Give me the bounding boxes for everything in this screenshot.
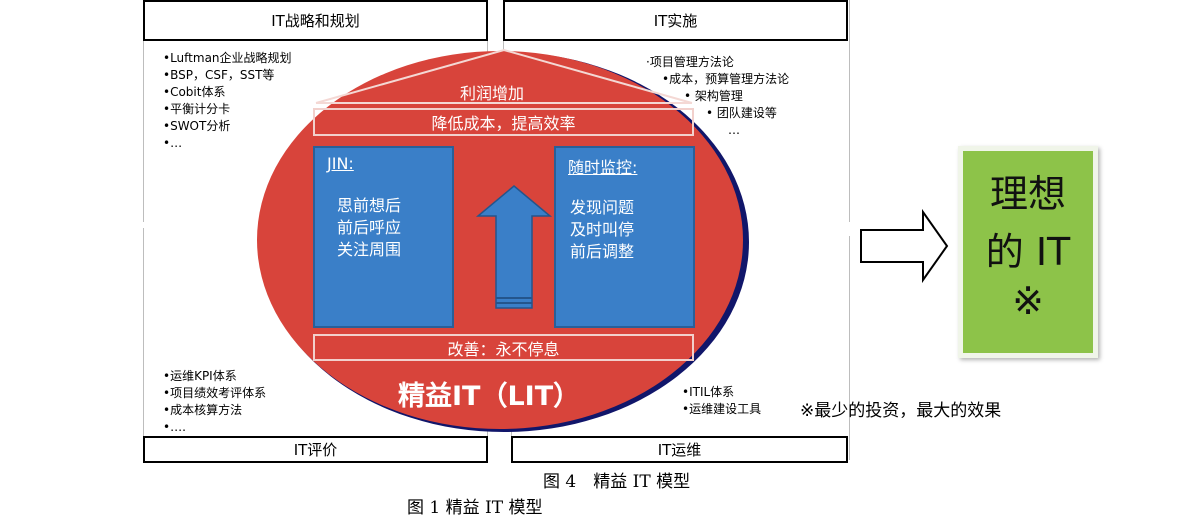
list-item: … [728, 123, 740, 137]
ideal-it-box: 理想 的 IT ※ [958, 146, 1098, 358]
bottom-band: 改善：永不停息 [313, 334, 694, 361]
list-item: •运维KPI体系 [163, 369, 237, 383]
monitor-line: 及时叫停 [570, 220, 635, 239]
list-item: • 架构管理 [684, 89, 743, 103]
title-it-strategy: IT战略和规划 [143, 0, 488, 41]
top-band: 降低成本，提高效率 [313, 108, 694, 136]
ideal-line: 的 IT [985, 230, 1071, 274]
title-it-operations: IT运维 [511, 436, 848, 463]
list-item: •成本，预算管理方法论 [662, 72, 790, 86]
ideal-line: 理想 [989, 172, 1066, 216]
figure-caption: 图 4 精益 IT 模型 [543, 472, 691, 492]
note-text: ※最少的投资，最大的效果 [800, 401, 1002, 421]
lean-it-title: 精益IT（LIT） [398, 381, 581, 412]
list-item: •项目绩效考评体系 [163, 386, 267, 400]
monitor-heading: 随时监控: [568, 158, 638, 177]
jin-panel: JIN: 思前想后 前后呼应 关注周围 [313, 146, 454, 328]
jin-line: 思前想后 [337, 196, 402, 215]
list-item: •SWOT分析 [163, 119, 231, 133]
jin-line: 前后呼应 [337, 218, 402, 237]
list-item: •平衡计分卡 [163, 102, 231, 116]
right-arrow [860, 208, 949, 284]
list-item: •…. [163, 420, 186, 434]
up-arrow [475, 185, 553, 309]
list-item: •Cobit体系 [163, 85, 226, 99]
list-item: •成本核算方法 [163, 403, 243, 417]
list-item: •… [163, 136, 183, 150]
implementation-list: ·项目管理方法论 •成本，预算管理方法论 • 架构管理 • 团队建设等 … [646, 54, 789, 139]
title-it-evaluation: IT评价 [143, 436, 488, 463]
list-item: •ITIL体系 [682, 385, 735, 399]
operations-list: •ITIL体系 •运维建设工具 [682, 384, 761, 418]
figure-caption: 图 1 精益 IT 模型 [407, 498, 543, 518]
list-item: •BSP，CSF，SST等 [163, 68, 275, 82]
monitor-line: 前后调整 [570, 242, 635, 261]
ideal-line: ※ [1012, 279, 1044, 323]
list-item: ·项目管理方法论 [646, 55, 734, 69]
list-item: •Luftman企业战略规划 [163, 51, 292, 65]
list-item: • 团队建设等 [706, 106, 777, 120]
strategy-list: •Luftman企业战略规划 •BSP，CSF，SST等 •Cobit体系 •平… [163, 50, 292, 152]
roof-outline [315, 48, 693, 104]
jin-line: 关注周围 [337, 240, 402, 259]
evaluation-list: •运维KPI体系 •项目绩效考评体系 •成本核算方法 •…. [163, 368, 266, 436]
roof-label: 利润增加 [460, 84, 525, 103]
monitor-line: 发现问题 [570, 198, 635, 217]
title-it-implementation: IT实施 [503, 0, 848, 41]
jin-heading: JIN: [327, 154, 354, 173]
monitor-panel: 随时监控: 发现问题 及时叫停 前后调整 [554, 146, 695, 328]
list-item: •运维建设工具 [682, 402, 762, 416]
